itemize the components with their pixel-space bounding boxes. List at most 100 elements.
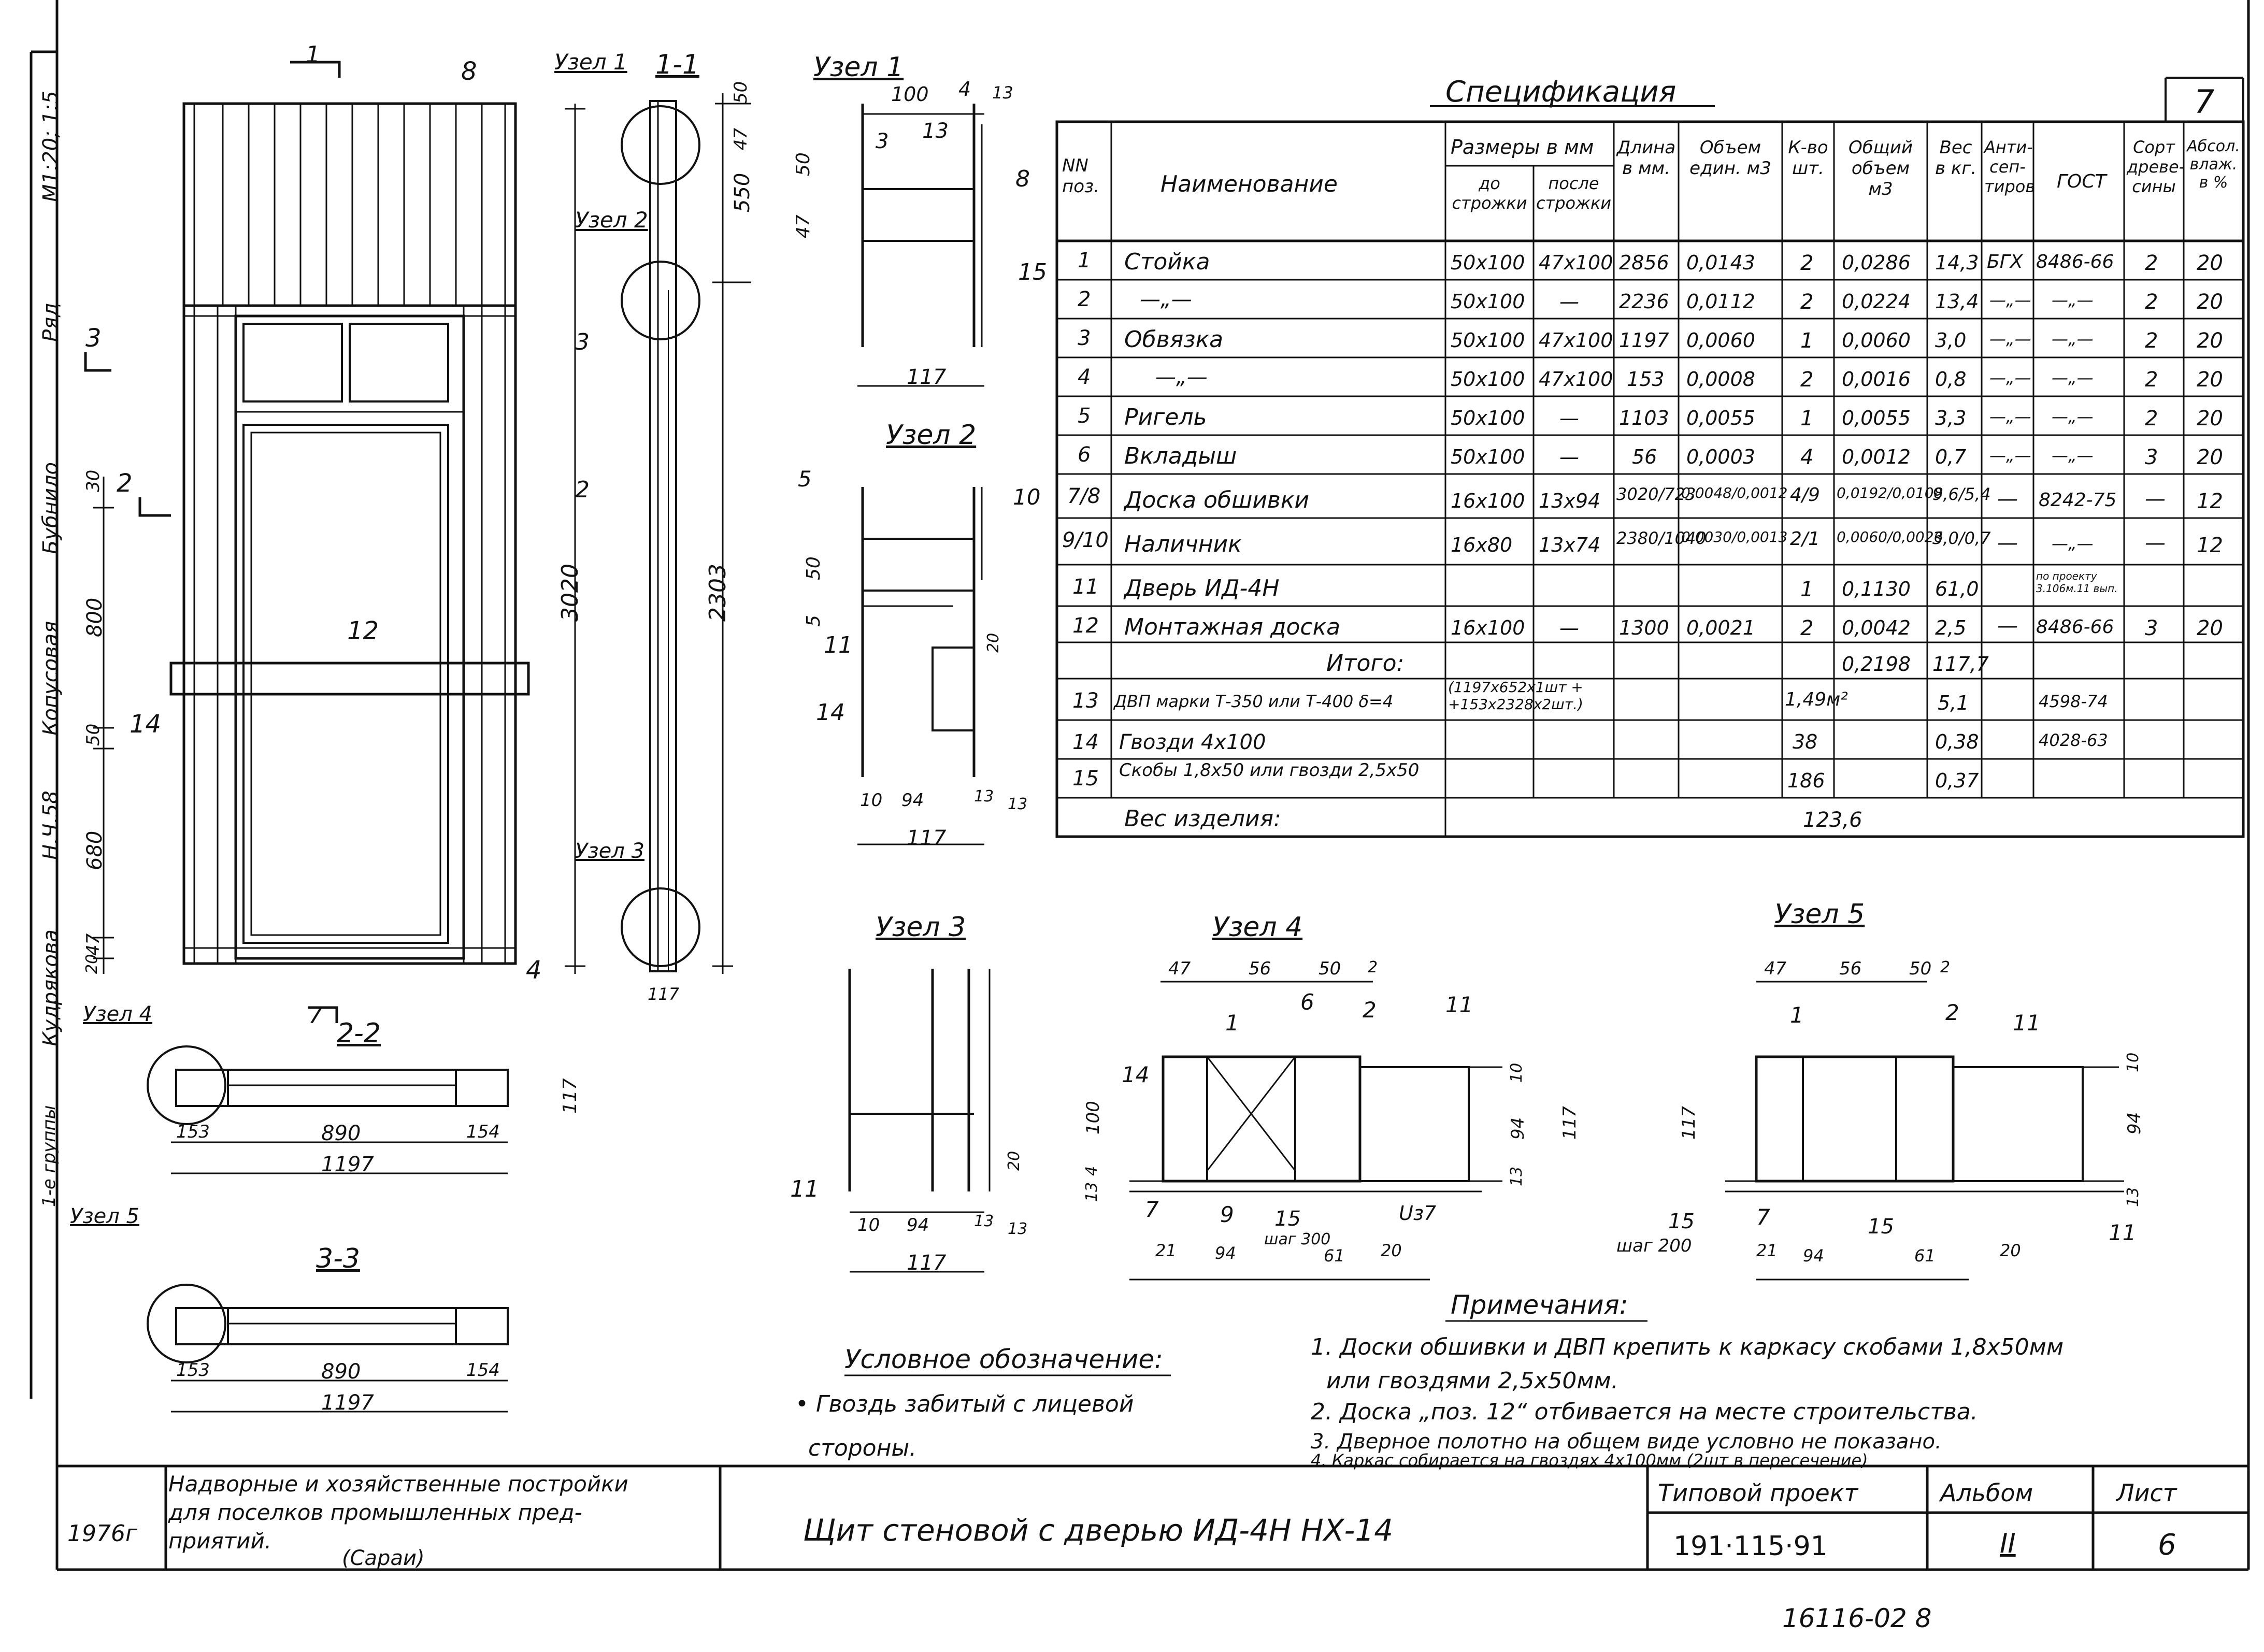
uzel2-m11: 11 bbox=[824, 632, 853, 658]
uzel5-m15b: 15 bbox=[1868, 1215, 1894, 1239]
uzel4-h4: 4 bbox=[1083, 1166, 1101, 1176]
row12-before: 16х100 bbox=[1451, 616, 1525, 639]
hdr-name: Наименование bbox=[1160, 171, 1338, 197]
hdr-vol-total: Общий объем м3 bbox=[1849, 137, 1913, 199]
dim-550: 550 bbox=[730, 173, 754, 212]
uzel2-m5: 5 bbox=[798, 466, 812, 492]
dim-20: 20 bbox=[83, 954, 101, 974]
row12-len: 1300 bbox=[1619, 616, 1669, 639]
dim-117-s11: 117 bbox=[648, 984, 680, 1004]
row4-s: 2 bbox=[2145, 368, 2158, 392]
row3-len: 1197 bbox=[1619, 329, 1669, 352]
side-stamp-5: Кудрякова bbox=[39, 929, 63, 1046]
row6-len: 56 bbox=[1632, 446, 1657, 468]
uzel1-w4: 4 bbox=[958, 78, 971, 100]
row11-vt: 0,1130 bbox=[1842, 578, 1911, 600]
row78-after: 13х94 bbox=[1539, 490, 1601, 512]
hdr-antisep: Анти-сеп-тиров bbox=[1984, 137, 2036, 196]
mark-8: 8 bbox=[461, 57, 477, 86]
row3-s: 2 bbox=[2145, 329, 2158, 353]
mark-14: 14 bbox=[130, 710, 162, 739]
row14-n: 14 bbox=[1072, 730, 1099, 754]
row78-a: — bbox=[1997, 487, 2018, 511]
uzel3-m20: 20 bbox=[1005, 1151, 1023, 1171]
uzel3-callout: Узел 3 bbox=[575, 839, 644, 863]
plan33-1197: 1197 bbox=[321, 1391, 374, 1415]
uzel2-h5: 5 bbox=[803, 615, 824, 627]
uzel5-m11b: 11 bbox=[2109, 1220, 2137, 1245]
row2-n: 2 bbox=[1078, 288, 1091, 311]
uzel1-w13: 13 bbox=[992, 83, 1013, 103]
row5-q: 1 bbox=[1800, 407, 1814, 430]
dim-50b: 50 bbox=[730, 81, 751, 104]
row910-q: 2/1 bbox=[1790, 528, 1820, 550]
row15-name: Скобы 1,8х50 или гвозди 2,5х50 bbox=[1119, 760, 1420, 781]
legend-title: Условное обозначение: bbox=[844, 1344, 1163, 1374]
row12-a: — bbox=[1997, 614, 2018, 638]
uzel4-m37: Uз7 bbox=[1399, 1202, 1437, 1225]
uzel1-w117: 117 bbox=[907, 365, 947, 389]
row14-q: 38 bbox=[1793, 730, 1818, 753]
uzel4-step: шаг 300 bbox=[1264, 1230, 1331, 1248]
side-stamp-1: Ряд bbox=[39, 303, 63, 342]
uzel3-m11: 11 bbox=[790, 1176, 819, 1202]
uzel4-h117: 117 bbox=[1559, 1106, 1580, 1140]
uzel4-w94: 94 bbox=[1215, 1243, 1236, 1263]
section-mark-2-left: 2 bbox=[117, 469, 133, 498]
uzel2-m20: 20 bbox=[984, 633, 1002, 653]
total-label: Вес изделия: bbox=[1124, 806, 1281, 832]
plan22-154: 154 bbox=[466, 1122, 500, 1142]
uzel4-w21: 21 bbox=[1155, 1241, 1177, 1260]
row78-vt: 0,0192/0,0108 bbox=[1837, 484, 1943, 501]
row78-g: 8242-75 bbox=[2039, 490, 2117, 511]
row78-before: 16х100 bbox=[1451, 490, 1525, 512]
title-year: 1976г bbox=[67, 1520, 138, 1547]
row1-g: 8486-66 bbox=[2036, 251, 2114, 272]
uzel5-w2: 2 bbox=[1940, 958, 1951, 976]
row4-m: 20 bbox=[2197, 368, 2223, 392]
side-stamp-4: Н.Ч.58 bbox=[39, 791, 63, 860]
uzel2-m14: 14 bbox=[816, 699, 845, 726]
row13-name: ДВП марки Т-350 или Т-400 δ=4 bbox=[1114, 692, 1394, 711]
row1-n: 1 bbox=[1078, 249, 1091, 272]
uzel3-w94: 94 bbox=[907, 1215, 929, 1236]
row910-s: — bbox=[2145, 531, 2166, 555]
row4-len: 153 bbox=[1627, 368, 1665, 391]
row1-vt: 0,0286 bbox=[1842, 251, 1911, 274]
uzel3-w13b: 13 bbox=[1008, 1220, 1028, 1238]
uzel4-m6: 6 bbox=[1300, 989, 1314, 1015]
section-mark-3-right: 3 bbox=[575, 329, 590, 355]
row2-before: 50х100 bbox=[1451, 290, 1525, 313]
row4-name: —„— bbox=[1155, 365, 1208, 389]
row5-before: 50х100 bbox=[1451, 407, 1525, 429]
row15-q: 186 bbox=[1787, 769, 1825, 792]
plan22-1197: 1197 bbox=[321, 1153, 374, 1176]
row3-m: 20 bbox=[2197, 329, 2223, 353]
note-1a: 1. Доски обшивки и ДВП крепить к каркасу… bbox=[1311, 1334, 2064, 1360]
uzel5-m11: 11 bbox=[2013, 1010, 2041, 1036]
row14-w: 0,38 bbox=[1935, 730, 1979, 753]
uzel2-w13b: 13 bbox=[1008, 795, 1028, 813]
uzel1-callout: Узел 1 bbox=[554, 49, 627, 75]
row11-name: Дверь ИД-4Н bbox=[1124, 575, 1280, 601]
row1-s: 2 bbox=[2145, 251, 2158, 275]
row1-len: 2856 bbox=[1619, 251, 1669, 274]
row910-vt: 0,0060/0,0026 bbox=[1837, 528, 1943, 545]
sheet-number: 7 bbox=[2194, 83, 2215, 121]
row6-w: 0,7 bbox=[1935, 446, 1967, 468]
row78-len: 3020/723 bbox=[1616, 484, 1696, 504]
project-desc-2: для поселков промышленных пред- bbox=[168, 1500, 582, 1525]
typ-project-label: Типовой проект bbox=[1658, 1479, 1858, 1507]
row3-g: —„— bbox=[2052, 329, 2094, 349]
row78-q: 4/9 bbox=[1790, 484, 1820, 506]
project-desc-3: приятий. bbox=[168, 1528, 272, 1554]
uzel2-title: Узел 2 bbox=[886, 420, 977, 451]
row12-q: 2 bbox=[1800, 616, 1814, 640]
row11-n: 11 bbox=[1072, 575, 1099, 599]
uzel4-w50: 50 bbox=[1319, 958, 1341, 979]
uzel4-h13b: 13 bbox=[1508, 1166, 1526, 1186]
row910-a: — bbox=[1997, 531, 2018, 555]
album-label: Альбом bbox=[1940, 1479, 2033, 1507]
section-mark-3-left: 3 bbox=[85, 324, 102, 353]
